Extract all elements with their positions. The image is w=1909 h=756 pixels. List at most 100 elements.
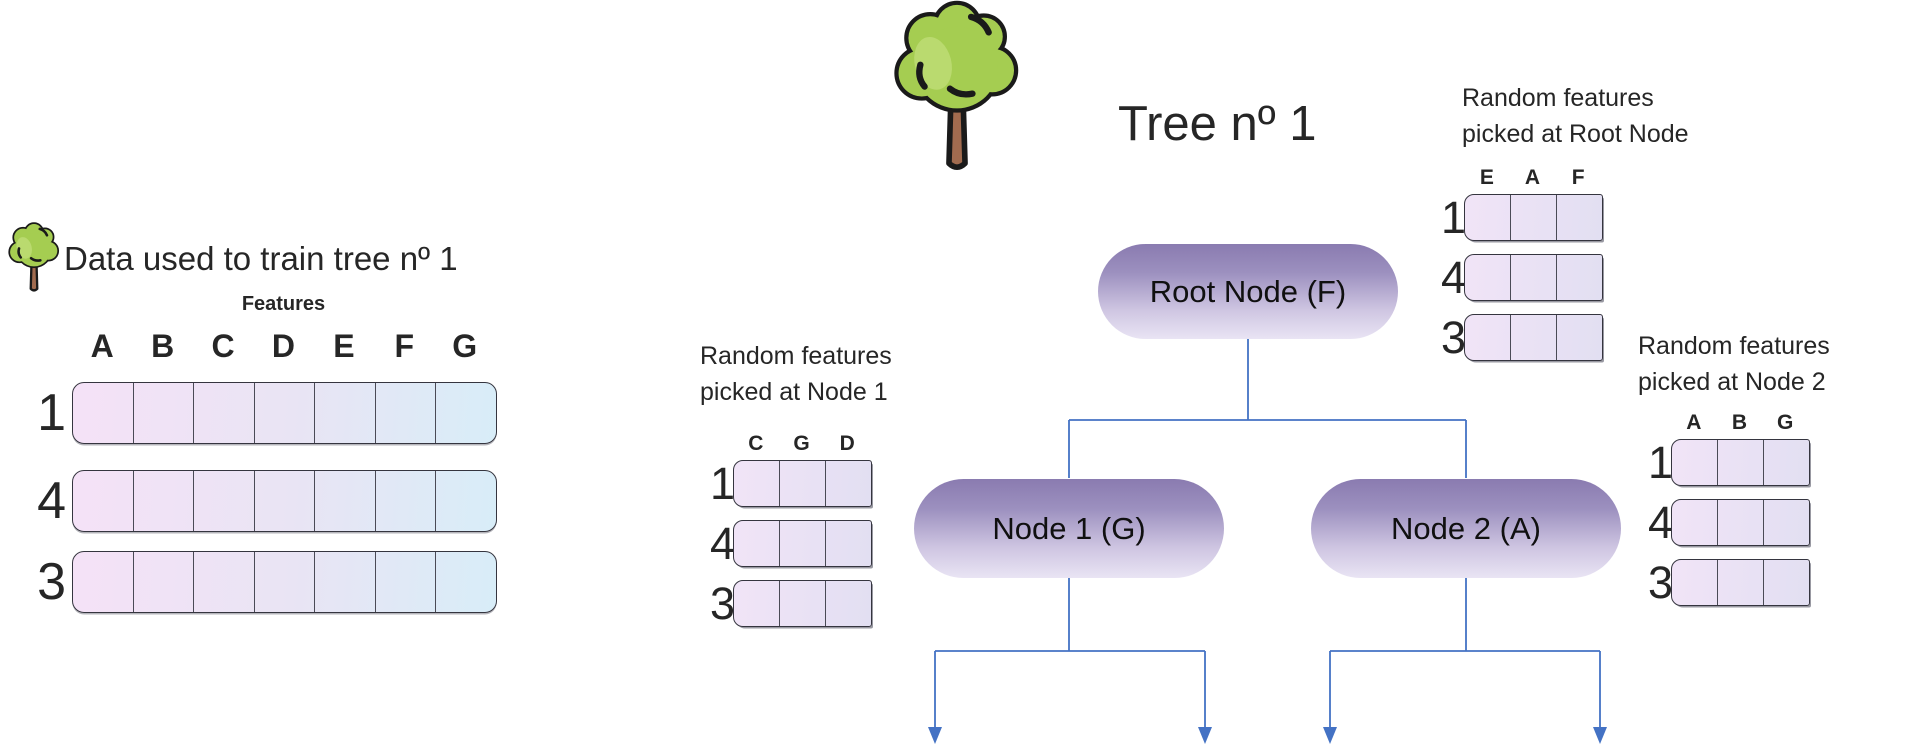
node1-branch-lines: [934, 578, 1206, 728]
feature-cell: [374, 471, 436, 531]
feature-cell: [1717, 500, 1763, 545]
row-label: 4: [710, 518, 736, 569]
feature-cell: [1465, 255, 1510, 300]
mini-table-root-title: Random features picked at Root Node: [1462, 80, 1689, 152]
feature-cell: [73, 383, 133, 443]
mini-title-line: Random features: [700, 342, 892, 370]
data-row: 4: [26, 470, 497, 532]
arrow-down-icon: [1198, 727, 1212, 744]
feature-cell: [374, 552, 436, 612]
tree-icon: [882, 0, 1032, 176]
feature-cell: [253, 471, 315, 531]
row-label: 4: [37, 472, 66, 530]
feature-cell: [1672, 440, 1717, 485]
mini-col-header: D: [839, 432, 855, 455]
feature-cell: [825, 521, 871, 566]
mini-row-cells: [1671, 499, 1810, 546]
root-branch-lines: [1068, 339, 1467, 478]
feature-cell: [1510, 195, 1556, 240]
left-panel-title: Data used to train tree nº 1: [64, 240, 458, 277]
feature-column-headers: A B C D E F G: [72, 328, 495, 365]
mini-row: 1: [1648, 439, 1810, 486]
feature-cell: [734, 581, 779, 626]
mini-row-cells: [733, 580, 872, 627]
mini-col-header: E: [1479, 166, 1494, 189]
feature-cell: [1465, 195, 1510, 240]
node-2: Node 2 (A): [1311, 479, 1621, 578]
col-header: A: [90, 328, 114, 364]
feature-cell: [1717, 560, 1763, 605]
mini-table-node2: A B G 1 4 3: [1648, 405, 1810, 619]
row-label: 1: [37, 384, 66, 442]
mini-column-headers: C G D: [733, 426, 870, 460]
feature-cell: [314, 383, 375, 443]
feature-cell: [779, 581, 825, 626]
row-label: 4: [1441, 252, 1467, 303]
feature-cell: [314, 471, 375, 531]
feature-cell: [132, 552, 194, 612]
feature-cell: [314, 552, 375, 612]
feature-cell: [435, 552, 496, 612]
mini-title-line: picked at Node 1: [700, 378, 888, 406]
feature-cell: [1763, 440, 1809, 485]
mini-col-header: B: [1731, 411, 1748, 434]
mini-row-cells: [733, 460, 872, 507]
row-label: 3: [1441, 312, 1467, 363]
feature-cell: [734, 521, 779, 566]
mini-row: 1: [710, 460, 872, 507]
feature-cell: [193, 552, 254, 612]
col-header: G: [452, 328, 478, 364]
arrow-down-icon: [1593, 727, 1607, 744]
feature-cell: [1672, 560, 1717, 605]
feature-cell: [1717, 440, 1763, 485]
mini-title-line: Random features: [1462, 84, 1654, 112]
feature-cell: [435, 471, 496, 531]
row-label: 3: [37, 553, 66, 611]
row-label: 1: [1441, 192, 1467, 243]
col-header: B: [151, 328, 175, 364]
mini-col-header: G: [793, 432, 810, 455]
mini-column-headers: A B G: [1671, 405, 1808, 439]
feature-cell: [132, 471, 194, 531]
mini-row: 3: [1441, 314, 1603, 361]
node-1: Node 1 (G): [914, 479, 1224, 578]
mini-row-cells: [733, 520, 872, 567]
mini-col-header: A: [1686, 411, 1702, 434]
tree-icon: [8, 222, 60, 293]
mini-row-cells: [1464, 314, 1603, 361]
feature-cell: [825, 581, 871, 626]
row-label: 3: [1648, 557, 1674, 608]
col-header: C: [211, 328, 235, 364]
feature-cell: [1556, 255, 1602, 300]
mini-col-header: G: [1777, 411, 1794, 434]
root-node: Root Node (F): [1098, 244, 1398, 339]
mini-row-cells: [1671, 439, 1810, 486]
feature-cell: [825, 461, 871, 506]
mini-title-line: picked at Node 2: [1638, 368, 1826, 396]
mini-row: 1: [1441, 194, 1603, 241]
row-label: 1: [710, 458, 736, 509]
feature-cell: [734, 461, 779, 506]
arrow-down-icon: [1323, 727, 1337, 744]
feature-cell: [374, 383, 436, 443]
feature-cell: [779, 461, 825, 506]
feature-cell: [193, 383, 254, 443]
mini-row-cells: [1671, 559, 1810, 606]
node2-branch-lines: [1329, 578, 1601, 728]
feature-cell: [779, 521, 825, 566]
mini-row-cells: [1464, 194, 1603, 241]
mini-table-node1: C G D 1 4 3: [710, 426, 872, 640]
mini-title-line: picked at Root Node: [1462, 120, 1689, 148]
mini-row: 4: [710, 520, 872, 567]
mini-column-headers: E A F: [1464, 160, 1601, 194]
mini-row: 4: [1441, 254, 1603, 301]
mini-row-cells: [1464, 254, 1603, 301]
mini-col-header: C: [748, 432, 764, 455]
row-label: 1: [1648, 437, 1674, 488]
mini-col-header: A: [1524, 166, 1541, 189]
col-header: F: [394, 328, 415, 364]
mini-row: 4: [1648, 499, 1810, 546]
feature-cell: [435, 383, 496, 443]
mini-title-line: Random features: [1638, 332, 1830, 360]
